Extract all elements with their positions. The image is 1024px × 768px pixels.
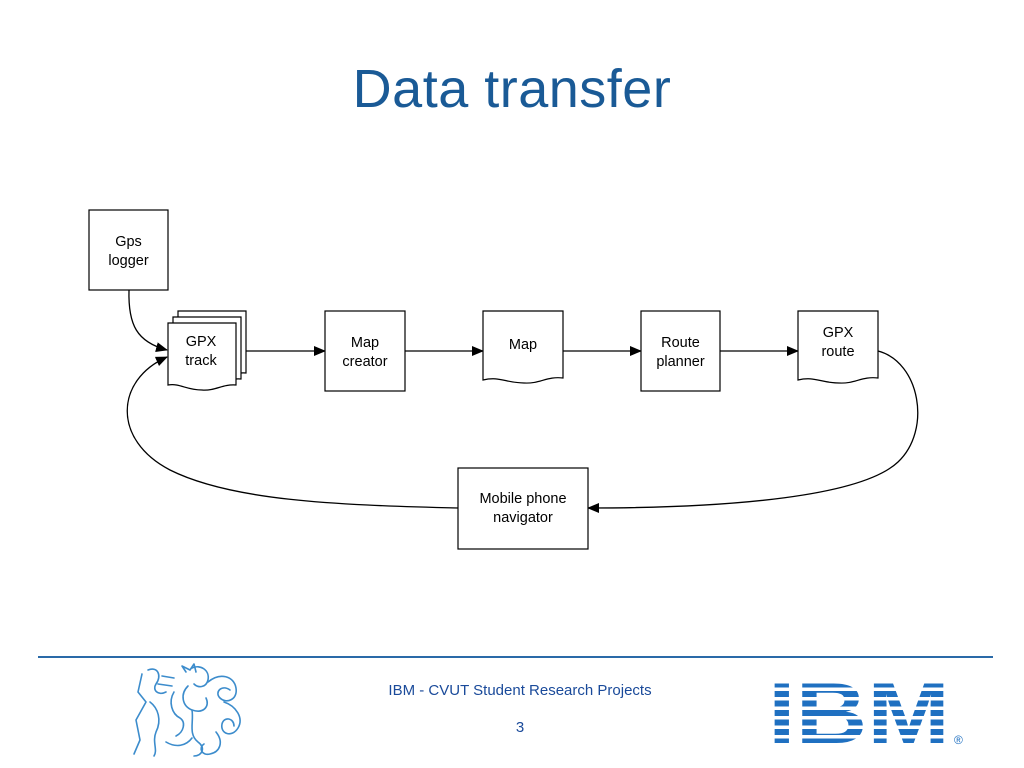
- ibm-logo: IBM: [768, 672, 950, 748]
- node-map-line1: Map: [509, 337, 537, 353]
- node-gpx-track: GPX track: [167, 310, 247, 391]
- node-route-planner: Route planner: [640, 310, 721, 392]
- edge-gps-logger-to-gpx-track: [128, 289, 168, 352]
- node-mobile-navigator-line2: navigator: [493, 510, 553, 526]
- node-gpx-route-line1: GPX: [823, 325, 854, 341]
- node-gps-logger: Gps logger: [88, 209, 169, 291]
- node-map-creator-line1: Map: [351, 335, 379, 351]
- footer-divider: [38, 656, 993, 658]
- node-gps-logger-line2: logger: [108, 253, 148, 269]
- node-gpx-track-line1: GPX: [186, 334, 217, 350]
- slide-title: Data transfer: [352, 59, 672, 119]
- node-map-creator-line2: creator: [342, 354, 387, 370]
- node-map: Map: [482, 310, 564, 384]
- node-gpx-track-line2: track: [185, 353, 217, 369]
- ibm-logo-text: IBM: [768, 672, 950, 748]
- edge-gpx-route-to-mobile-navigator: [587, 350, 919, 513]
- node-mobile-navigator-line1: Mobile phone: [479, 491, 566, 507]
- cvut-lion-logo: [133, 663, 241, 757]
- edge-mobile-navigator-to-gpx-track: [126, 356, 459, 509]
- footer-label: IBM - CVUT Student Research Projects: [388, 682, 652, 699]
- node-route-planner-line1: Route: [661, 335, 700, 351]
- data-transfer-diagram: Gps logger GPX track Map creator Map Rou…: [88, 209, 919, 550]
- page-number: 3: [515, 719, 525, 736]
- node-route-planner-line2: planner: [656, 354, 705, 370]
- node-gpx-route-line2: route: [821, 344, 854, 360]
- diagram-edges: [126, 289, 919, 513]
- node-map-creator: Map creator: [324, 310, 406, 392]
- node-mobile-navigator: Mobile phone navigator: [457, 467, 589, 550]
- node-gps-logger-line1: Gps: [115, 234, 142, 250]
- ibm-registered-mark: ®: [954, 733, 963, 747]
- node-gpx-route: GPX route: [797, 310, 879, 384]
